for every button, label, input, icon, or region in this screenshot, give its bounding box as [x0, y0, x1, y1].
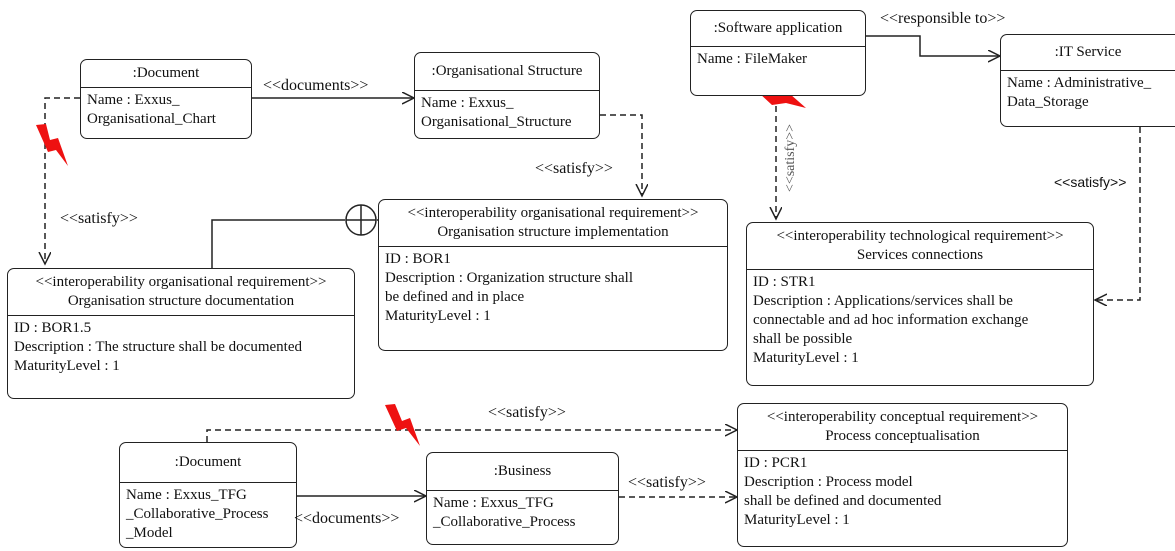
satisfy-label-business: <<satisfy>>	[628, 474, 706, 491]
satisfy-connector-org-to-bor1	[600, 114, 642, 196]
it-service-node[interactable]: :IT Service Name : Administrative_ Data_…	[1000, 34, 1175, 127]
requirement-attributes: ID : PCR1 Description : Process model sh…	[744, 455, 942, 528]
satisfy-connector-doc2-to-pcr1	[206, 430, 737, 442]
document-node-process-model[interactable]: :Document Name : Exxus_TFG _Collaborativ…	[119, 442, 297, 548]
node-attributes: Name : Administrative_ Data_Storage	[1007, 75, 1152, 110]
documents-label-top: <<documents>>	[263, 77, 369, 94]
requirement-bor1[interactable]: <<interoperability organisational requir…	[378, 199, 728, 351]
node-title: :IT Service	[1001, 35, 1175, 71]
business-node[interactable]: :Business Name : Exxus_TFG _Collaborativ…	[426, 452, 619, 545]
satisfy-label-it: <<satisfy>>	[1054, 174, 1127, 190]
software-application-node[interactable]: :Software application Name : FileMaker	[690, 10, 866, 96]
satisfy-label-vertical: <<satisfy>>	[783, 123, 799, 193]
requirement-title: <<interoperability technological require…	[747, 223, 1093, 270]
satisfy-label-bottom-top: <<satisfy>>	[488, 404, 566, 421]
organisational-structure-node[interactable]: :Organisational Structure Name : Exxus_ …	[414, 52, 600, 139]
node-attributes: Name : Exxus_ Organisational_Structure	[421, 95, 572, 130]
node-title: :Document	[120, 443, 296, 483]
document-node-org-chart[interactable]: :Document Name : Exxus_ Organisational_C…	[80, 59, 252, 139]
requirement-title: <<interoperability organisational requir…	[379, 200, 727, 247]
requirement-str1[interactable]: <<interoperability technological require…	[746, 222, 1094, 386]
node-title: :Business	[427, 453, 618, 491]
requirement-title: <<interoperability organisational requir…	[8, 269, 354, 316]
satisfy-connector-it-to-str1	[1095, 127, 1141, 300]
responsible-label: <<responsible to>>	[880, 10, 1006, 27]
node-title: :Document	[81, 60, 251, 88]
responsible-connector	[866, 35, 1000, 56]
node-attributes: Name : Exxus_TFG _Collaborative_Process …	[126, 487, 269, 541]
requirement-attributes: ID : BOR1.5 Description : The structure …	[14, 320, 302, 374]
requirement-attributes: ID : STR1 Description : Applications/ser…	[753, 274, 1029, 366]
satisfy-label-left: <<satisfy>>	[60, 210, 138, 227]
satisfy-connector-doc-to-bor15	[45, 97, 80, 264]
lightning-icon-doc1	[36, 124, 68, 166]
containment-connector	[211, 219, 345, 268]
requirement-pcr1[interactable]: <<interoperability conceptual requiremen…	[737, 403, 1068, 547]
node-attributes: Name : Exxus_TFG _Collaborative_Process	[433, 495, 576, 530]
requirement-title: <<interoperability conceptual requiremen…	[738, 404, 1067, 451]
requirement-attributes: ID : BOR1 Description : Organization str…	[385, 251, 633, 324]
requirement-bor15[interactable]: <<interoperability organisational requir…	[7, 268, 355, 399]
node-title: :Organisational Structure	[415, 53, 599, 91]
node-title: :Software application	[691, 11, 865, 47]
documents-label-bottom: <<documents>>	[294, 510, 400, 527]
node-attributes: Name : FileMaker	[697, 51, 807, 67]
lightning-icon-business	[385, 404, 420, 446]
node-attributes: Name : Exxus_ Organisational_Chart	[87, 92, 216, 127]
satisfy-label-org: <<satisfy>>	[535, 160, 613, 177]
